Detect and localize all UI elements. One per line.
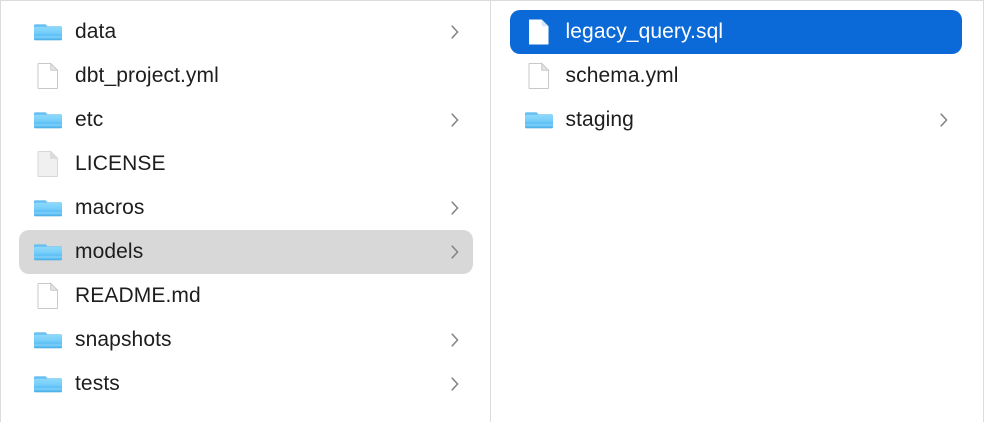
- item-label: models: [75, 240, 144, 263]
- document-icon: [33, 61, 63, 91]
- item-label: macros: [75, 196, 145, 219]
- folder-row[interactable]: macros: [19, 186, 473, 230]
- folder-row[interactable]: tests: [19, 362, 473, 406]
- document-icon: [524, 61, 554, 91]
- file-row[interactable]: legacy_query.sql: [509, 10, 962, 54]
- folder-row[interactable]: snapshots: [19, 318, 473, 362]
- file-row[interactable]: dbt_project.yml: [19, 54, 473, 98]
- chevron-right-icon[interactable]: [450, 375, 461, 393]
- folder-row[interactable]: models: [19, 230, 473, 274]
- folder-icon: [33, 369, 63, 399]
- finder-column-child[interactable]: legacy_query.sql schema.yml staging: [491, 1, 984, 422]
- item-label: etc: [75, 108, 104, 131]
- folder-icon: [33, 193, 63, 223]
- chevron-right-icon[interactable]: [939, 111, 950, 129]
- folder-row[interactable]: staging: [510, 98, 963, 142]
- folder-icon: [33, 237, 63, 267]
- item-label: dbt_project.yml: [75, 64, 219, 87]
- item-label: LICENSE: [75, 152, 166, 175]
- item-label: staging: [565, 108, 634, 131]
- item-label: legacy_query.sql: [565, 20, 724, 43]
- chevron-right-icon[interactable]: [450, 331, 461, 349]
- folder-row[interactable]: etc: [19, 98, 473, 142]
- folder-icon: [524, 105, 554, 135]
- chevron-right-icon[interactable]: [450, 199, 461, 217]
- document-icon: [33, 281, 63, 311]
- item-label: tests: [75, 372, 120, 395]
- item-label: README.md: [75, 284, 201, 307]
- finder-column-parent[interactable]: data dbt_project.yml etc LICENSE: [1, 1, 491, 422]
- item-label: snapshots: [75, 328, 172, 351]
- file-row[interactable]: schema.yml: [510, 54, 963, 98]
- file-row[interactable]: README.md: [19, 274, 473, 318]
- folder-icon: [33, 325, 63, 355]
- folder-icon: [33, 17, 63, 47]
- folder-row[interactable]: data: [19, 10, 473, 54]
- document-icon: [524, 17, 554, 47]
- file-row[interactable]: LICENSE: [19, 142, 473, 186]
- chevron-right-icon[interactable]: [450, 243, 461, 261]
- chevron-right-icon[interactable]: [450, 111, 461, 129]
- chevron-right-icon[interactable]: [450, 23, 461, 41]
- folder-icon: [33, 105, 63, 135]
- item-label: data: [75, 20, 117, 43]
- document-plain-icon: [33, 149, 63, 179]
- item-label: schema.yml: [565, 64, 679, 87]
